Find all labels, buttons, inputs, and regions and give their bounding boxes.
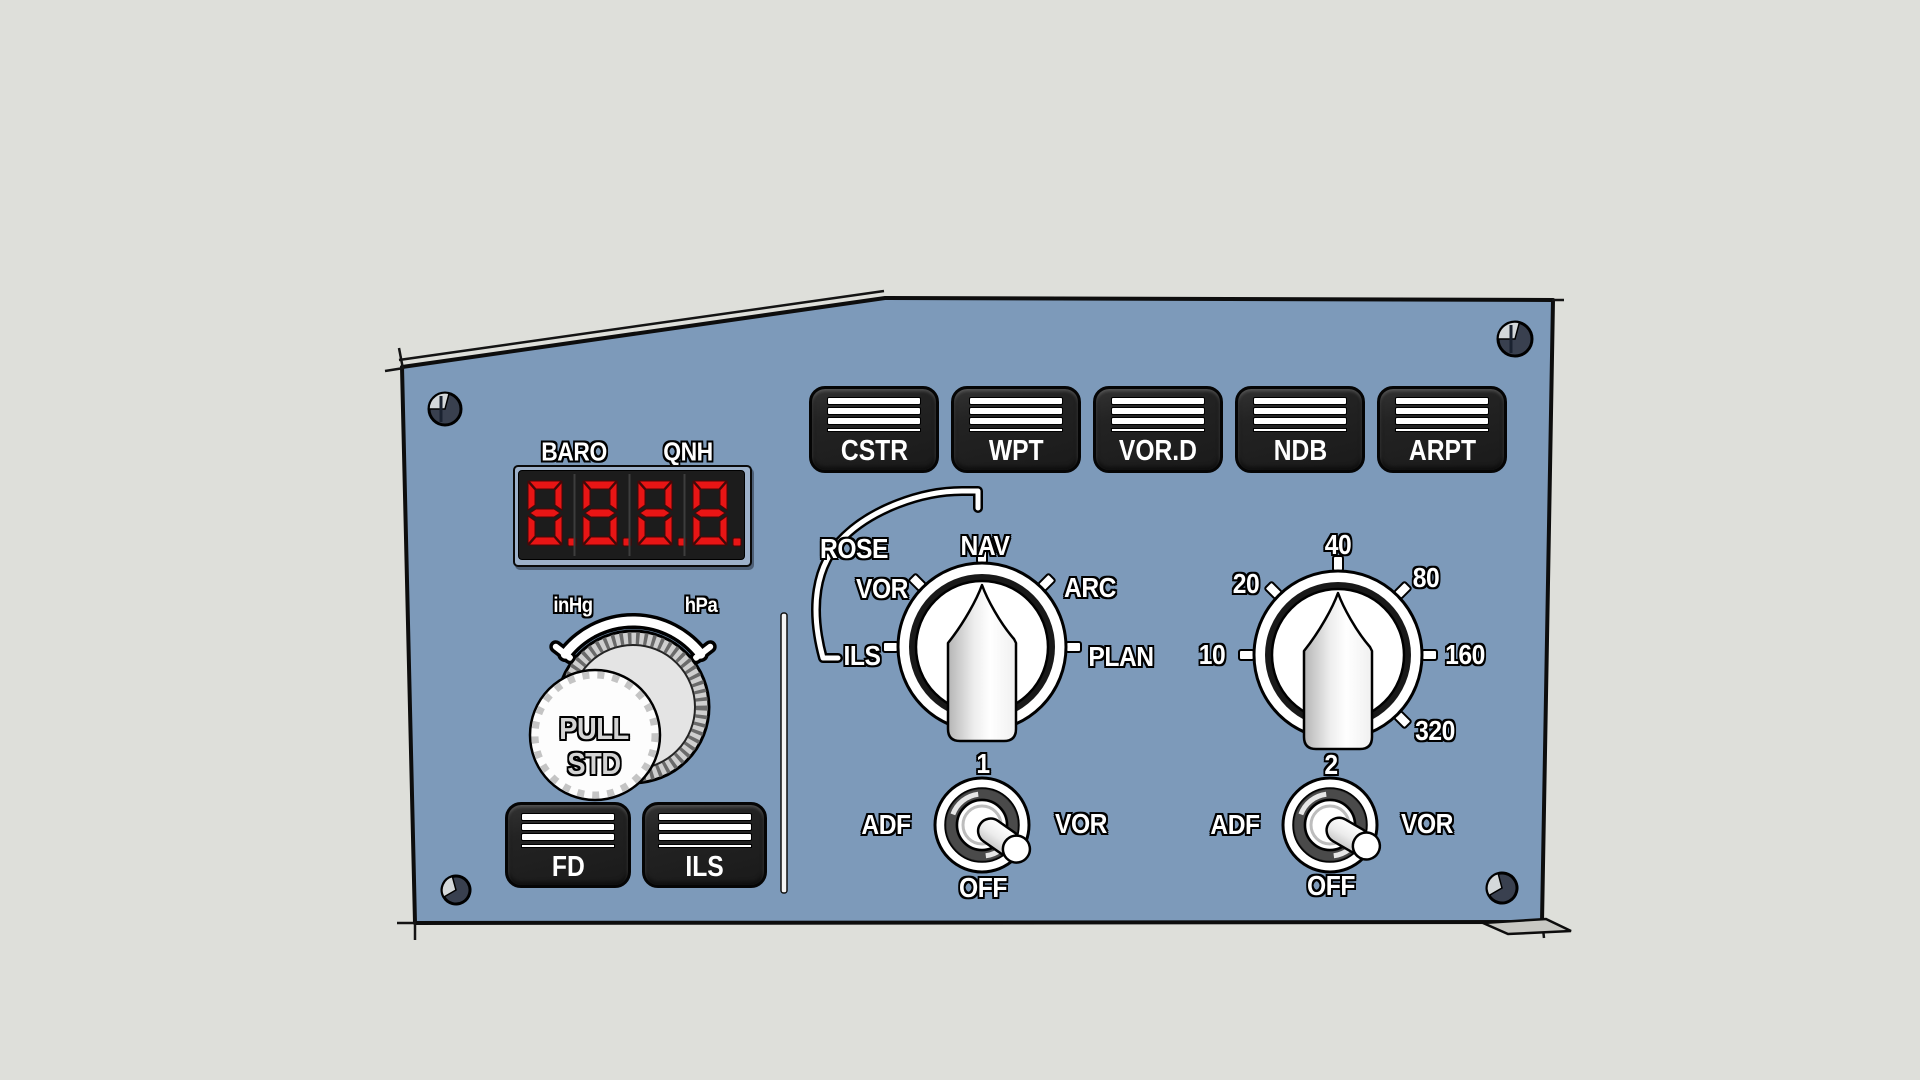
screw-bottom-left xyxy=(440,874,472,906)
ils-button-lightbars xyxy=(658,814,751,847)
mode-label-arc: ARC xyxy=(1063,572,1117,603)
mode-label-ils: ILS xyxy=(843,640,881,671)
nd-range-selector-knob[interactable] xyxy=(1238,555,1438,751)
screw-top-right xyxy=(1496,320,1534,358)
wpt-button-label: WPT xyxy=(988,435,1044,467)
arpt-button-label: ARPT xyxy=(1408,435,1476,467)
std-label: STD xyxy=(567,746,621,781)
adf-vor-switch-2[interactable] xyxy=(1281,776,1385,874)
ndb-button[interactable]: NDB xyxy=(1235,386,1365,473)
qnh-label: QNH xyxy=(663,436,713,467)
cstr-button-lightbars xyxy=(828,398,920,431)
baro-unit-indicator-arc xyxy=(549,613,717,665)
mode-knob-pointer[interactable] xyxy=(946,583,1018,743)
switch-1-adf-label: ADF xyxy=(861,809,911,840)
switch-2-off-label: OFF xyxy=(1307,870,1355,901)
wpt-button[interactable]: WPT xyxy=(951,386,1081,473)
fd-button[interactable]: FD xyxy=(505,802,631,888)
baro-pull-std-knob[interactable] xyxy=(528,668,662,802)
switch-2-adf-label: ADF xyxy=(1210,809,1260,840)
mode-label-rose: ROSE xyxy=(819,533,889,564)
adf-vor-switch-1[interactable] xyxy=(933,776,1036,874)
range-label-160: 160 xyxy=(1445,639,1485,670)
wpt-button-lightbars xyxy=(970,398,1062,431)
vord-button-label: VOR.D xyxy=(1118,435,1198,467)
range-label-320: 320 xyxy=(1415,715,1455,746)
screw-bottom-right xyxy=(1485,871,1519,905)
switch-1-id-label: 1 xyxy=(976,748,990,779)
cstr-button[interactable]: CSTR xyxy=(809,386,939,473)
switch-1-vor-label: VOR xyxy=(1054,808,1108,839)
vord-button-lightbars xyxy=(1112,398,1204,431)
fd-button-lightbars xyxy=(522,814,614,847)
switch-2-vor-label: VOR xyxy=(1400,808,1454,839)
baro-label: BARO xyxy=(541,436,607,467)
nd-mode-selector-knob[interactable] xyxy=(811,486,1082,743)
ils-button[interactable]: ILS xyxy=(642,802,767,888)
fd-button-label: FD xyxy=(551,851,585,883)
range-label-20: 20 xyxy=(1232,568,1260,599)
vord-button[interactable]: VOR.D xyxy=(1093,386,1223,473)
baro-knob-assembly xyxy=(528,613,717,802)
range-ticks xyxy=(1238,555,1438,729)
section-divider xyxy=(780,612,788,894)
panel-side-face xyxy=(1482,917,1572,936)
mode-arc-arrow xyxy=(811,486,983,663)
panel-top-bevel xyxy=(398,289,885,362)
ndb-button-label: NDB xyxy=(1273,435,1327,467)
inhg-label: inHg xyxy=(553,594,593,617)
baro-seven-segment-display xyxy=(518,470,745,560)
range-label-40: 40 xyxy=(1324,529,1352,560)
hpa-label: hPa xyxy=(684,594,718,617)
arpt-button-lightbars xyxy=(1396,398,1488,431)
ils-button-label: ILS xyxy=(685,851,724,883)
corner-line-overshoots xyxy=(384,298,1564,940)
mode-label-nav: NAV xyxy=(960,530,1010,561)
arpt-button[interactable]: ARPT xyxy=(1377,386,1507,473)
range-knob-pointer[interactable] xyxy=(1302,591,1374,751)
mode-label-plan: PLAN xyxy=(1088,641,1154,672)
switch-2-lever[interactable] xyxy=(1322,812,1385,864)
pull-label: PULL xyxy=(559,711,629,746)
switch-2-id-label: 2 xyxy=(1324,749,1338,780)
screw-top-left xyxy=(427,391,463,427)
baro-display-bezel xyxy=(513,465,752,567)
range-label-80: 80 xyxy=(1412,562,1440,593)
mode-label-vor: VOR xyxy=(855,573,909,604)
seven-segment-digits xyxy=(527,474,742,556)
cstr-button-label: CSTR xyxy=(840,435,908,467)
ndb-button-lightbars xyxy=(1254,398,1346,431)
range-label-10: 10 xyxy=(1198,639,1226,670)
switch-1-lever[interactable] xyxy=(973,813,1036,868)
switch-1-off-label: OFF xyxy=(959,872,1007,903)
